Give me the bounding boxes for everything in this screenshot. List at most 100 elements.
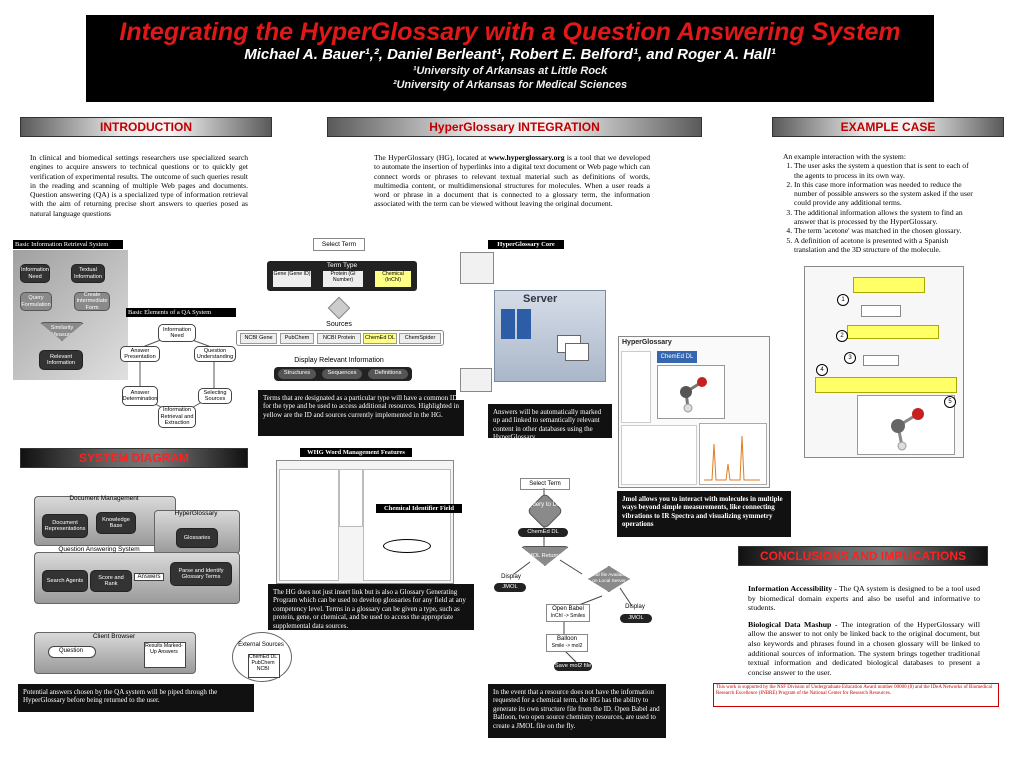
parse-node: Parse and Identify Glossary Terms [170, 562, 232, 586]
basic-ir-caption: Basic Information Retrieval System [13, 240, 123, 249]
flow-save: Save mol2 file [554, 662, 592, 671]
hg-db-block [501, 309, 515, 339]
flow-openbabel-box: Open Babel InChI -> Smiles [546, 604, 590, 622]
section-integration: HyperGlossary INTEGRATION [327, 117, 702, 137]
chemed-dl-badge: ChemEd DL [657, 351, 697, 363]
ir-node: Information Need [20, 264, 50, 283]
example-marker: 5 [944, 396, 956, 408]
display-sequences: Sequences [322, 369, 362, 379]
flow-balloon: Balloon [556, 636, 577, 642]
ir-node: Similarity Measure [39, 322, 85, 341]
example-marker: 3 [844, 352, 856, 364]
example-bubble [815, 377, 957, 393]
client-label: Client Browser [92, 633, 136, 640]
display-definitions: Definitions [368, 369, 408, 379]
poster-authors: Michael A. Bauer¹,², Daniel Berleant¹, R… [244, 46, 776, 63]
molecule-3d-icon [680, 377, 707, 413]
doc-mgmt-label: Document Management [69, 495, 139, 502]
sources-row: NCBI Gene PubChem NCBI Protein ChemEd DL… [236, 330, 444, 346]
flow-balloon-sub: Smile -> mol2 [551, 643, 583, 649]
hyperglossary-link[interactable]: www.hyperglossary.org [488, 153, 565, 162]
whg-screenshot [276, 460, 454, 584]
source-pubchem: PubChem [280, 333, 314, 344]
term-type-box: Term Type Gene (Gene ID) Protein (GI Num… [267, 261, 417, 291]
example-marker: 1 [837, 294, 849, 306]
doc-rep-node: Document Representations [42, 514, 88, 538]
external-sources-list: ChemEd DL PubChem NCBI [248, 654, 278, 672]
ir-node: Relevant Information [39, 350, 83, 370]
molecule-3d-icon [891, 408, 924, 451]
hg-core-caption: HyperGlossary Core [488, 240, 564, 249]
section-introduction: INTRODUCTION [20, 117, 272, 137]
question-pill [48, 646, 96, 658]
qas-label: Question Answering System [58, 546, 140, 553]
section-example: EXAMPLE CASE [772, 117, 1004, 137]
system-note: Potential answers chosen by the QA syste… [18, 684, 254, 712]
qa-node: Selecting Sources [198, 388, 232, 404]
search-agents-node: Search Agents [42, 570, 88, 592]
glossaries-node: Glossaries [176, 528, 218, 548]
source-chemspider: ChemSpider [399, 333, 441, 344]
jmol-flow-diagram: Select Term Query to DL ChemEd DL JMOL R… [490, 470, 660, 680]
jmol-viewer [657, 365, 725, 419]
conclusions-text: Information Accessibility - The QA syste… [748, 584, 980, 677]
hg-app-title: HyperGlossary [622, 339, 672, 346]
source-chemed-dl: ChemEd DL [363, 333, 397, 344]
flow-jmol-2: JMOL [620, 614, 652, 623]
whg-note: The HG does not just insert link but is … [268, 584, 474, 630]
flow-chemed: ChemEd DL [518, 528, 568, 537]
jmol-note: Jmol allows you to interact with molecul… [617, 491, 791, 537]
score-rank-node: Score and Rank [90, 570, 132, 592]
answers-label: Answers [134, 573, 164, 581]
hg-output-thumb [460, 368, 492, 392]
qa-node: Information Need [158, 324, 196, 342]
display-label: Display Relevant Information [294, 357, 384, 364]
example-item: A definition of acetone is presented wit… [794, 236, 978, 255]
term-type-gene: Gene (Gene ID) [273, 271, 311, 287]
ir-node: Textual Information [71, 264, 105, 283]
spectrum-icon [704, 435, 760, 481]
hg-document-thumb [460, 252, 494, 284]
select-term-diagram: Select Term Term Type Gene (Gene ID) Pro… [236, 236, 444, 390]
example-bubble [847, 325, 939, 339]
kb-node: Knowledge Base [96, 512, 136, 534]
flow-jmol-1: JMOL [494, 583, 526, 592]
example-bubble [853, 277, 925, 293]
example-molecule-view [857, 395, 955, 455]
example-item: The additional information allows the sy… [794, 208, 978, 227]
flow-display-1: Display [501, 574, 521, 580]
whg-highlight-ring [383, 539, 431, 553]
source-ncbi-gene: NCBI Gene [240, 333, 277, 344]
results-card [144, 642, 186, 668]
flow-display-2: Display [625, 604, 645, 610]
ir-spectrum-chart [699, 423, 767, 485]
qa-node: Answer Determination [122, 386, 158, 406]
select-term-caption: Terms that are designated as a particula… [258, 390, 464, 436]
example-bubble [861, 305, 901, 317]
whg-editor [363, 469, 451, 581]
hg-definition-panel [621, 425, 697, 485]
hg-result-card [565, 343, 589, 361]
example-text: An example interaction with the system: … [783, 152, 978, 254]
whg-button-column [339, 469, 363, 527]
ir-node: Create Intermediate Form [74, 292, 110, 311]
qa-elements-diagram: Information Need Answer Presentation Que… [112, 318, 242, 430]
poster-header: Integrating the HyperGlossary with a Que… [86, 15, 934, 102]
qa-node: Information Retrieval and Extraction [158, 406, 196, 428]
flow-openbabel-sub: InChI -> Smiles [550, 613, 586, 619]
qa-node: Question Understanding [194, 346, 236, 362]
basic-ir-diagram: Information Need Textual Information Que… [13, 250, 128, 380]
funding-note: This work is supported by the NSF Divisi… [713, 683, 999, 707]
ir-node: Query Formulation [20, 292, 52, 311]
select-term-button[interactable]: Select Term [313, 238, 365, 251]
hg-side-list [621, 351, 651, 423]
affiliation-1: ¹University of Arkansas at Little Rock [412, 65, 608, 77]
example-item: The user asks the system a question that… [794, 161, 978, 180]
display-row: Structures Sequences Definitions [274, 367, 412, 381]
example-marker: 4 [816, 364, 828, 376]
term-type-protein: Protein (GI Number) [323, 271, 363, 287]
display-structures: Structures [278, 369, 316, 379]
integration-text: The HyperGlossary (HG), located at www.h… [374, 153, 650, 209]
qa-elements-caption: Basic Elements of a QA System [126, 308, 236, 317]
poster-title: Integrating the HyperGlossary with a Que… [119, 18, 901, 46]
